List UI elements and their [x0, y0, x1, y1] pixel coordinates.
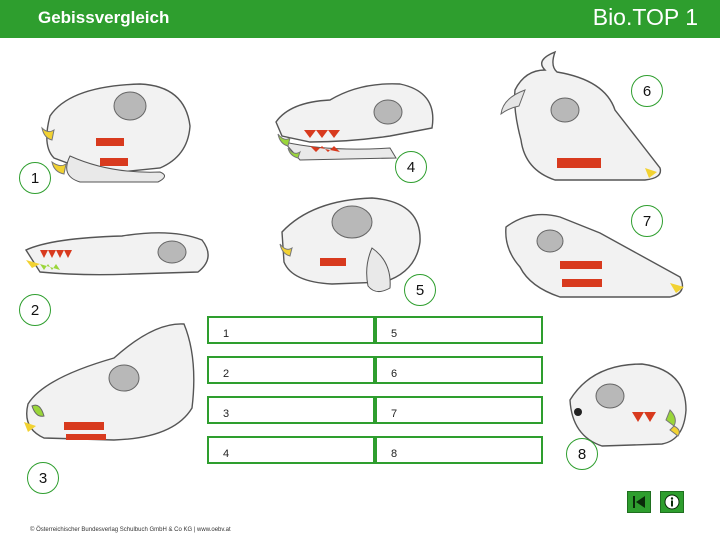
skull-illustration-5: [279, 197, 421, 292]
skull-illustration-4: [275, 83, 434, 161]
skull-illustration-6: [500, 50, 662, 181]
skull-label-5: 5: [404, 274, 436, 306]
skull-illustration-2: [24, 232, 209, 276]
info-icon: [664, 494, 680, 510]
skull-label-7: 7: [631, 205, 663, 237]
answer-field-5[interactable]: 5: [375, 316, 543, 344]
answer-field-2[interactable]: 2: [207, 356, 375, 384]
answer-field-1[interactable]: 1: [207, 316, 375, 344]
answer-field-8[interactable]: 8: [375, 436, 543, 464]
back-button[interactable]: [627, 491, 651, 513]
answer-field-6[interactable]: 6: [375, 356, 543, 384]
skull-illustration-3: [24, 323, 195, 441]
skull-label-4: 4: [395, 151, 427, 183]
page-title: Gebissvergleich: [38, 8, 170, 27]
copyright-text: © Österreichischer Bundesverlag Schulbuc…: [30, 527, 231, 533]
skull-label-1: 1: [19, 162, 51, 194]
skull-label-8: 8: [566, 438, 598, 470]
skull-illustration-1: [41, 83, 191, 183]
header-bar: Gebissvergleich Bio.TOP 1: [0, 0, 720, 38]
answer-field-3[interactable]: 3: [207, 396, 375, 424]
answer-field-7[interactable]: 7: [375, 396, 543, 424]
info-button[interactable]: [660, 491, 684, 513]
skull-label-6: 6: [631, 75, 663, 107]
skull-label-3: 3: [27, 462, 59, 494]
back-icon: [633, 496, 645, 508]
skull-label-2: 2: [19, 294, 51, 326]
brand-title: Bio.TOP 1: [592, 4, 698, 30]
skull-illustration-7: [505, 213, 684, 298]
answer-field-4[interactable]: 4: [207, 436, 375, 464]
